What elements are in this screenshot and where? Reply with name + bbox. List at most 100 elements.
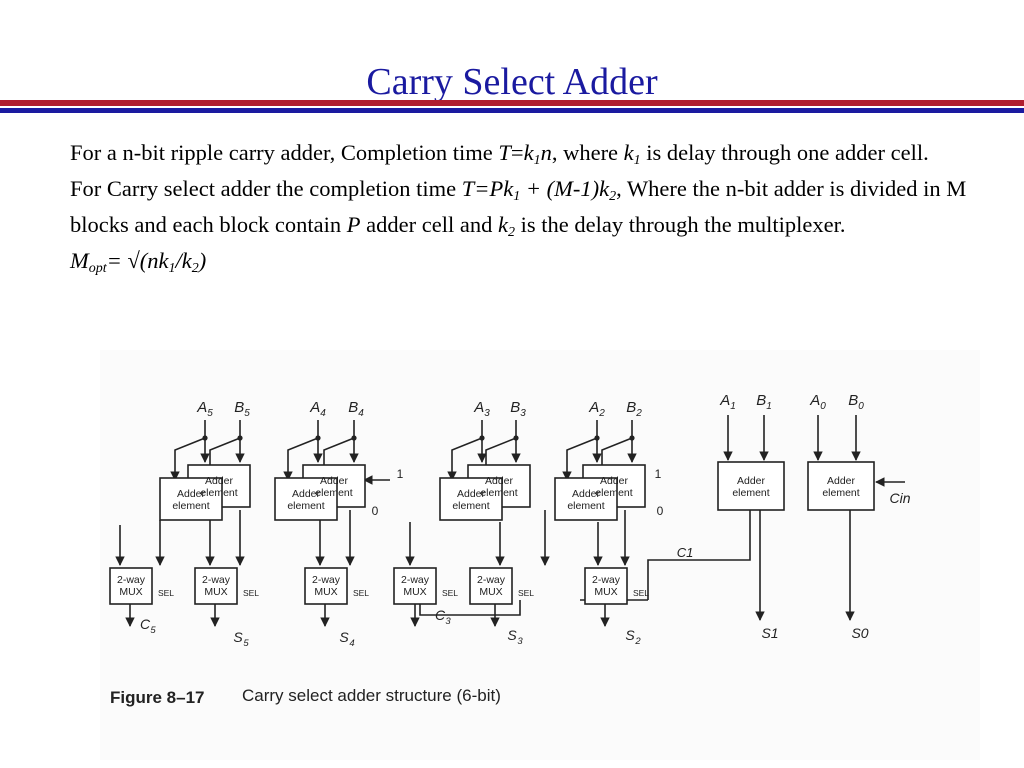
slide-body: For a n-bit ripple carry adder, Completi… bbox=[70, 135, 995, 279]
adder-element-block bbox=[717, 461, 785, 511]
var-k: k bbox=[497, 212, 508, 237]
figure-caption-text: Carry select adder structure (6-bit) bbox=[242, 686, 501, 705]
formula-part: /k bbox=[175, 248, 192, 273]
adder-label: Adder bbox=[205, 475, 234, 487]
var-P: P bbox=[346, 212, 361, 237]
mux-label: MUX bbox=[204, 586, 227, 598]
adder-label: element bbox=[172, 500, 209, 512]
paragraph-ripple-carry: For a n-bit ripple carry adder, Completi… bbox=[70, 135, 995, 171]
sel-label: SEL bbox=[243, 588, 259, 598]
adder-label: element bbox=[452, 500, 489, 512]
output-label: C bbox=[140, 616, 151, 632]
mux-block bbox=[584, 567, 628, 605]
wire-junction bbox=[351, 435, 357, 441]
output-label-subscript: 2 bbox=[634, 636, 641, 647]
subscript: 2 bbox=[507, 225, 515, 240]
text-run: is delay through one adder cell. bbox=[640, 140, 929, 165]
subscript: 2 bbox=[609, 189, 617, 204]
adder-element-block bbox=[439, 477, 503, 521]
adder-label: Adder bbox=[457, 488, 486, 500]
text-run: is the delay through the multiplexer. bbox=[514, 212, 846, 237]
mux-block bbox=[393, 567, 437, 605]
output-label: C bbox=[435, 607, 446, 623]
subscript: 1 bbox=[513, 189, 521, 204]
adder-label: Adder bbox=[177, 488, 206, 500]
adder-label: Adder bbox=[600, 475, 629, 487]
adder-element-block bbox=[807, 461, 875, 511]
output-label-subscript: 3 bbox=[517, 636, 523, 647]
wire bbox=[562, 437, 598, 481]
var-k: k bbox=[523, 140, 534, 165]
mux-block bbox=[469, 567, 513, 605]
carry-in-label: Cin bbox=[889, 490, 910, 506]
title-rule-blue bbox=[0, 108, 1024, 113]
adder-label: Adder bbox=[572, 488, 601, 500]
mux-label: MUX bbox=[479, 586, 502, 598]
adder-label: Adder bbox=[292, 488, 321, 500]
mux-label: MUX bbox=[403, 586, 426, 598]
text-run: For a n-bit ripple carry adder, Completi… bbox=[70, 140, 499, 165]
mux-label: MUX bbox=[119, 586, 142, 598]
adder-label: element bbox=[287, 500, 324, 512]
text-run: , Where the n-bit adder is divided in M … bbox=[70, 176, 967, 237]
adder-label: element bbox=[200, 487, 237, 499]
title-rule-red bbox=[0, 100, 1024, 106]
output-label-subscript: 5 bbox=[150, 625, 156, 636]
output-label: S bbox=[625, 627, 635, 643]
adder-label: element bbox=[567, 500, 604, 512]
output-label: S1 bbox=[761, 625, 778, 641]
const-zero-label: 0 bbox=[657, 504, 664, 518]
const-one-label: 1 bbox=[397, 467, 404, 481]
var-n: n bbox=[540, 140, 552, 165]
var-T: T bbox=[498, 140, 511, 165]
adder-element-block bbox=[274, 477, 338, 521]
adder-label: Adder bbox=[737, 475, 766, 487]
wire bbox=[170, 437, 206, 481]
sel-label: SEL bbox=[442, 588, 458, 598]
wire-junction bbox=[629, 435, 635, 441]
adder-label: element bbox=[732, 487, 769, 499]
adder-label: element bbox=[595, 487, 632, 499]
wire bbox=[447, 437, 483, 481]
formula-part: T=Pk bbox=[461, 176, 514, 201]
formula-part: ) bbox=[198, 248, 207, 273]
output-label: S bbox=[339, 629, 349, 645]
sel-label: SEL bbox=[158, 588, 174, 598]
mux-label: MUX bbox=[594, 586, 617, 598]
var-k: k bbox=[623, 140, 634, 165]
wire-junction bbox=[237, 435, 243, 441]
slide-title: Carry Select Adder bbox=[366, 61, 658, 103]
text-run: For Carry select adder the completion ti… bbox=[70, 176, 462, 201]
output-label: S bbox=[233, 629, 243, 645]
output-label-subscript: 5 bbox=[243, 638, 249, 649]
paragraph-m-opt: Mopt= √(nk1/k2) bbox=[70, 243, 995, 279]
sel-label: SEL bbox=[633, 588, 649, 598]
output-label: S0 bbox=[851, 625, 868, 641]
adder-element-block bbox=[159, 477, 223, 521]
figure-background bbox=[100, 350, 980, 760]
wire bbox=[419, 600, 521, 616]
wire bbox=[647, 510, 751, 600]
text-run: = bbox=[510, 140, 524, 165]
wire-junction bbox=[594, 435, 600, 441]
paragraph-carry-select: For Carry select adder the completion ti… bbox=[70, 171, 995, 243]
wire-junction bbox=[513, 435, 519, 441]
sel-label: SEL bbox=[518, 588, 534, 598]
output-label-subscript: 4 bbox=[349, 638, 354, 649]
subscript: 1 bbox=[168, 261, 176, 276]
output-label: S bbox=[507, 627, 517, 643]
adder-label: element bbox=[480, 487, 517, 499]
sel-label: SEL bbox=[353, 588, 369, 598]
text-run: , where bbox=[551, 140, 624, 165]
adder-label: Adder bbox=[827, 475, 856, 487]
mux-block bbox=[109, 567, 153, 605]
var-M: M bbox=[70, 248, 89, 273]
adder-label: Adder bbox=[320, 475, 349, 487]
carry-c1-label: C1 bbox=[677, 545, 694, 560]
mux-label: 2-way bbox=[312, 574, 341, 586]
output-label-subscript: 3 bbox=[445, 616, 451, 627]
wire bbox=[283, 437, 319, 481]
mux-block bbox=[304, 567, 348, 605]
mux-label: MUX bbox=[314, 586, 337, 598]
